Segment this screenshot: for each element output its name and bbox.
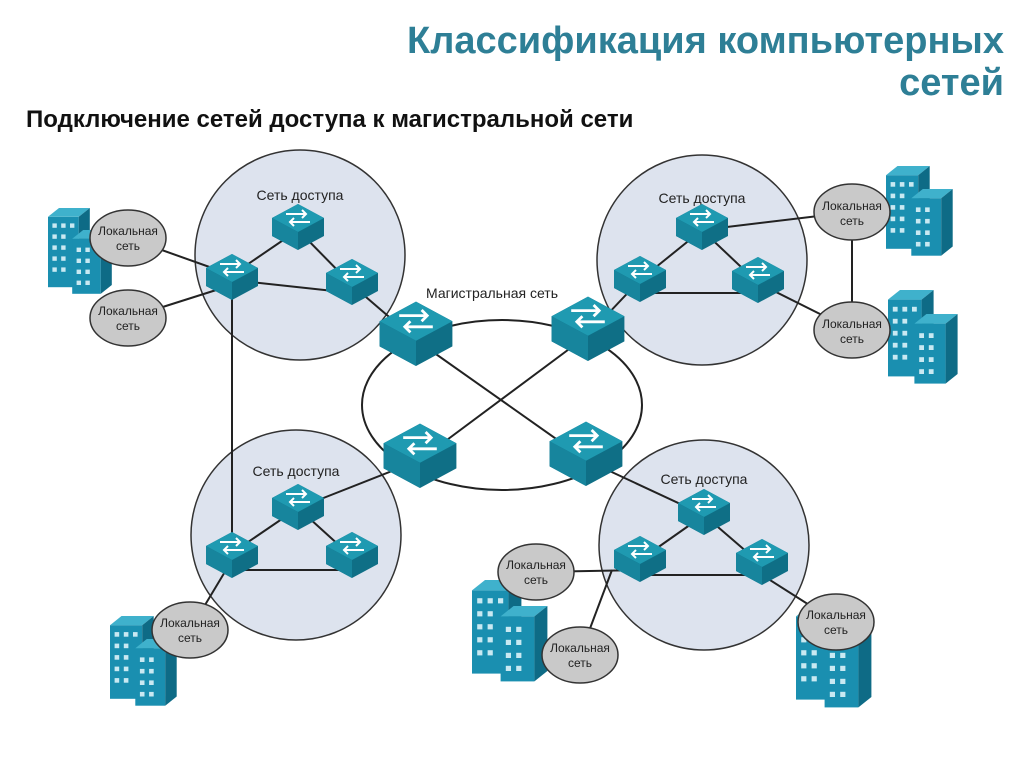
local-network-oval: Локальная сеть [813, 301, 891, 359]
svg-text:Локальная: Локальная [822, 317, 882, 331]
office-building-icon [888, 290, 958, 384]
local-network-oval: Локальная сеть [497, 543, 575, 601]
svg-text:сеть: сеть [568, 656, 592, 670]
svg-text:Локальная: Локальная [550, 641, 610, 655]
local-network-oval: Локальная сеть [797, 593, 875, 651]
access-network-label: Сеть доступа [659, 190, 746, 206]
access-network-label: Сеть доступа [661, 471, 748, 487]
backbone-switch-icon [548, 420, 624, 488]
office-building-icon [886, 166, 953, 256]
svg-text:сеть: сеть [178, 631, 202, 645]
local-network-oval: Локальная сеть [151, 601, 229, 659]
page-subtitle: Подключение сетей доступа к магистрально… [26, 106, 634, 133]
access-network-label: Сеть доступа [253, 463, 340, 479]
svg-text:Локальная: Локальная [806, 608, 866, 622]
svg-text:Локальная: Локальная [98, 224, 158, 238]
svg-text:сеть: сеть [824, 623, 848, 637]
svg-text:Локальная: Локальная [506, 558, 566, 572]
backbone-switch-icon [378, 300, 454, 368]
access-network-bottom-left: Сеть доступа [190, 429, 402, 641]
svg-text:сеть: сеть [116, 319, 140, 333]
svg-text:сеть: сеть [840, 214, 864, 228]
backbone-network: Магистральная сеть [361, 285, 643, 491]
svg-text:Локальная: Локальная [822, 199, 882, 213]
svg-text:Локальная: Локальная [98, 304, 158, 318]
backbone-label: Магистральная сеть [426, 285, 558, 301]
access-network-label: Сеть доступа [257, 187, 344, 203]
page-title: Классификация компьютерных сетей [407, 20, 1004, 104]
svg-text:сеть: сеть [840, 332, 864, 346]
local-network-oval: Локальная сеть [541, 626, 619, 684]
backbone-switch-icon [382, 422, 458, 490]
local-network-oval: Локальная сеть [89, 209, 167, 267]
access-network-top-right: Сеть доступа [596, 154, 808, 366]
local-network-oval: Локальная сеть [813, 183, 891, 241]
svg-text:Локальная: Локальная [160, 616, 220, 630]
access-network-top-left: Сеть доступа [194, 149, 406, 361]
local-network-oval: Локальная сеть [89, 289, 167, 347]
svg-text:сеть: сеть [116, 239, 140, 253]
svg-text:сеть: сеть [524, 573, 548, 587]
access-network-bottom-right: Сеть доступа [598, 439, 810, 651]
